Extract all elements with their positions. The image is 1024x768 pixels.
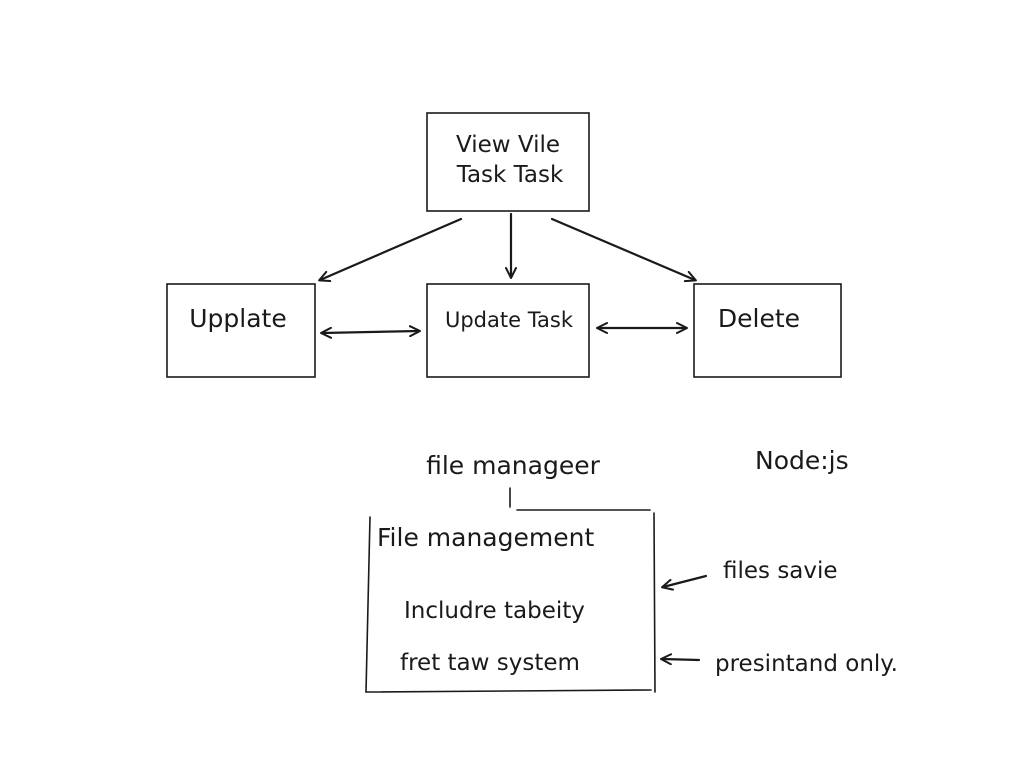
node-update: Upplate xyxy=(166,283,316,378)
file-box-right-edge xyxy=(653,512,656,693)
file-management-box: File management Includre tabeity fret ta… xyxy=(365,512,656,693)
node-update-label: Upplate xyxy=(189,304,287,333)
note1-text: files savie xyxy=(723,558,838,584)
file-box-left-edge xyxy=(365,516,371,693)
node-view-task: View Vile Task Task xyxy=(426,112,590,212)
arrow-view-to-delete xyxy=(550,217,697,283)
node-update-box xyxy=(166,283,316,378)
note2-text: presintand only. xyxy=(715,651,898,677)
file-box-line2: fret taw system xyxy=(400,650,580,676)
node-delete-label: Delete xyxy=(718,304,800,333)
arrow-view-to-update xyxy=(318,217,463,283)
file-box-line1: Includre tabeity xyxy=(404,598,585,624)
tech-annotation: Node:js xyxy=(755,446,849,475)
note2-arrow xyxy=(660,653,701,666)
file-box-title: File management xyxy=(377,523,594,552)
node-update-task-box xyxy=(426,283,590,378)
node-view-task-line1: View Vile xyxy=(456,132,560,158)
arrow-update-update-task xyxy=(320,325,421,339)
file-manager-heading: file manageer xyxy=(426,451,600,480)
node-update-task: Update Task xyxy=(426,283,590,378)
file-box-bottom-edge xyxy=(365,689,652,693)
node-view-task-box xyxy=(426,112,590,212)
node-delete: Delete xyxy=(693,283,842,378)
node-delete-box xyxy=(693,283,842,378)
node-update-task-label: Update Task xyxy=(445,308,574,332)
node-view-task-line2: Task Task xyxy=(456,162,564,188)
note1-arrow xyxy=(661,574,708,591)
